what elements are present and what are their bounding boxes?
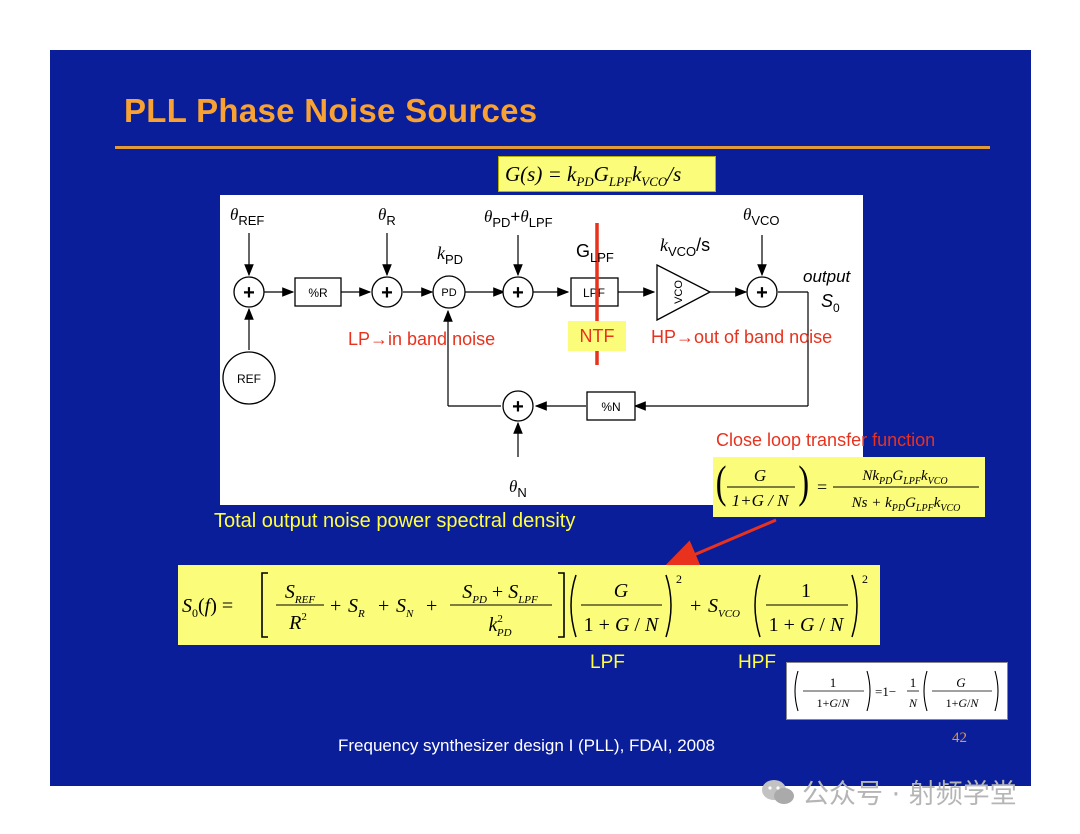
kpd-label: kPD — [437, 243, 464, 267]
theta-ref-label: θREF — [230, 205, 265, 228]
svg-text:G(s) = kPDGLPFkVCO/s: G(s) = kPDGLPFkVCO/s — [505, 162, 681, 189]
svg-text:+: + — [512, 396, 524, 418]
svg-text:G: G — [754, 466, 766, 485]
theta-pd-lpf-label: θPD+θLPF — [484, 207, 553, 230]
svg-text:SR: SR — [348, 595, 365, 620]
svg-text:1: 1 — [910, 675, 917, 690]
svg-text:+: + — [378, 595, 389, 617]
svg-text:REF: REF — [237, 372, 261, 386]
svg-text:SN: SN — [396, 595, 414, 620]
svg-text:%R: %R — [308, 286, 328, 300]
svg-text:R2: R2 — [288, 611, 307, 634]
summer-ref: + — [233, 276, 265, 308]
svg-text:+: + — [330, 595, 341, 617]
svg-text:=1−: =1− — [875, 684, 896, 699]
svg-text:1+G / N: 1+G / N — [732, 491, 790, 510]
lpf-block: LPF — [570, 277, 619, 307]
divider-n-block: %N — [586, 391, 636, 421]
title-underline — [115, 146, 990, 149]
svg-text:S0(f) =: S0(f) = — [182, 595, 233, 620]
svg-text:PD: PD — [441, 287, 456, 299]
svg-text:Ns + kPDGLPFkVCO: Ns + kPDGLPFkVCO — [851, 495, 961, 514]
svg-text:1 + G / N: 1 + G / N — [769, 614, 845, 636]
svg-text:SVCO: SVCO — [708, 595, 740, 620]
svg-text:LPF: LPF — [583, 286, 605, 300]
page-number: 42 — [952, 730, 967, 746]
kvco-label: kVCO/s — [660, 235, 711, 259]
glpf-label: GLPF — [576, 241, 614, 265]
svg-text:SPD + SLPF: SPD + SLPF — [462, 581, 538, 606]
pll-block-diagram: + + + + + REF %R PD — [220, 195, 863, 505]
theta-vco-label: θVCO — [743, 205, 780, 228]
svg-text:+: + — [690, 595, 701, 617]
svg-text:+: + — [243, 282, 255, 304]
svg-text:=: = — [817, 477, 827, 497]
svg-text:G: G — [956, 675, 966, 690]
svg-text:(: ( — [716, 457, 727, 507]
svg-text:2: 2 — [862, 572, 868, 586]
output-psd-equation: S0(f) = SREF R2 + SR + SN + SPD + SLPF k… — [178, 565, 880, 645]
svg-text:1: 1 — [830, 675, 837, 690]
svg-text:2: 2 — [676, 572, 682, 586]
identity-equation: 1 1+G/N =1− 1 N G 1+G/N — [786, 662, 1008, 720]
slide-title: PLL Phase Noise Sources — [124, 92, 538, 129]
wechat-icon — [760, 777, 796, 814]
summer-pd-lpf: + — [502, 276, 534, 308]
hpf-label: HPF — [738, 652, 776, 673]
svg-text:1+G/N: 1+G/N — [946, 696, 980, 710]
theta-r-label: θR — [378, 205, 396, 228]
svg-text:+: + — [426, 595, 437, 617]
hp-out-of-band-note: HP→out of band noise — [651, 327, 833, 347]
vco-block: VCO — [656, 263, 712, 322]
output-symbol: S0 — [821, 291, 840, 315]
output-label: output — [803, 267, 851, 286]
svg-text:%N: %N — [601, 400, 620, 414]
svg-text:+: + — [381, 282, 393, 304]
phase-detector-block: PD — [432, 275, 466, 309]
psd-label: Total output noise power spectral densit… — [214, 510, 576, 532]
svg-text:N: N — [908, 696, 918, 710]
svg-text:VCO: VCO — [673, 280, 685, 304]
theta-n-label: θN — [509, 477, 527, 500]
watermark-text: 公众号 · 射频学堂 — [802, 779, 1017, 810]
watermark: 公众号 · 射频学堂 — [760, 772, 1017, 814]
svg-text:): ) — [798, 457, 809, 507]
lp-in-band-note: LP→in band noise — [348, 329, 496, 349]
ref-block: REF — [222, 351, 276, 405]
svg-text:G: G — [614, 580, 629, 602]
summer-vco: + — [746, 276, 778, 308]
svg-text:+: + — [756, 282, 768, 304]
lpf-label: LPF — [590, 652, 625, 673]
svg-text:1: 1 — [801, 580, 811, 602]
svg-text:SREF: SREF — [285, 581, 315, 606]
summer-n: + — [502, 390, 534, 422]
ntf-label: NTF — [568, 321, 626, 351]
svg-text:+: + — [512, 282, 524, 304]
svg-text:1 + G / N: 1 + G / N — [584, 614, 660, 636]
svg-text:1+G/N: 1+G/N — [817, 696, 851, 710]
footer-text: Frequency synthesizer design I (PLL), FD… — [338, 736, 716, 755]
loop-gain-equation: G(s) = kPDGLPFkVCO/s — [498, 156, 716, 192]
svg-text:NkPDGLPFkVCO: NkPDGLPFkVCO — [861, 468, 947, 487]
closed-loop-equation: ( G 1+G / N ) = NkPDGLPFkVCO Ns + kPDGLP… — [713, 457, 985, 517]
summer-r: + — [371, 276, 403, 308]
closed-loop-label: Close loop transfer function — [716, 430, 936, 450]
divider-r-block: %R — [294, 277, 342, 307]
